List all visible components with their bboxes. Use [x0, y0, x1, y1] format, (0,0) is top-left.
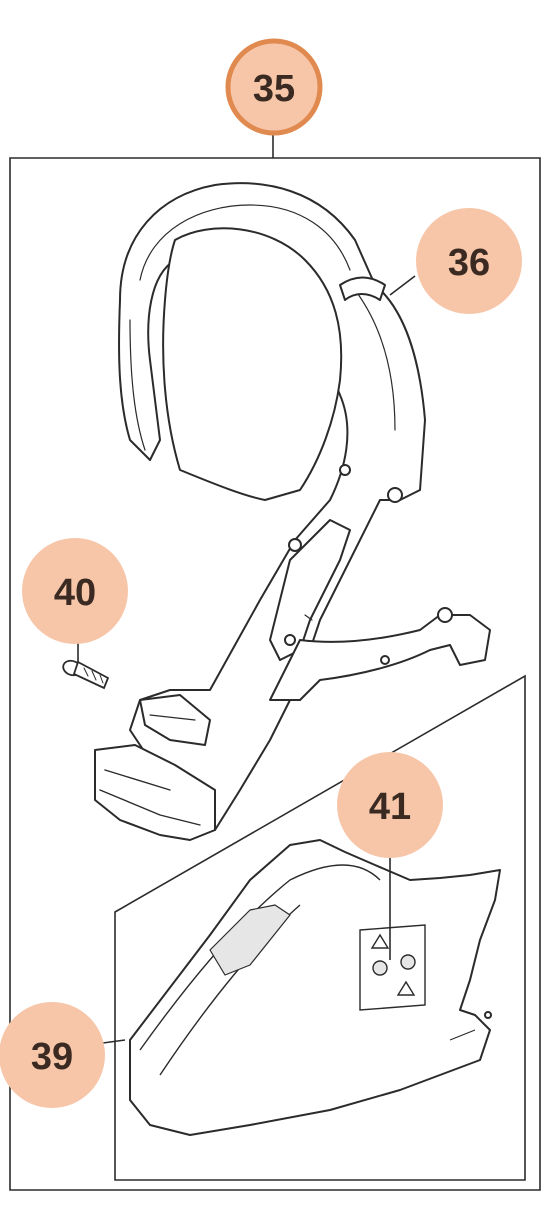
leader-36: [389, 275, 416, 296]
handlebar-part: [94, 182, 491, 841]
callout-39: 39: [0, 1002, 105, 1108]
handguard-part: [129, 839, 501, 1136]
callout-41-label: 41: [369, 786, 411, 828]
callout-41: 41: [337, 752, 443, 858]
warning-label-part: [359, 924, 426, 1011]
callout-35: 35: [225, 38, 323, 136]
callout-35-label: 35: [253, 68, 295, 110]
screw-part: [62, 659, 110, 690]
callout-40-label: 40: [54, 572, 96, 614]
callout-36-label: 36: [448, 242, 490, 284]
group-frame-35: [9, 157, 541, 1191]
callout-40: 40: [22, 538, 128, 644]
callout-39-label: 39: [31, 1036, 73, 1078]
callout-36: 36: [416, 208, 522, 314]
